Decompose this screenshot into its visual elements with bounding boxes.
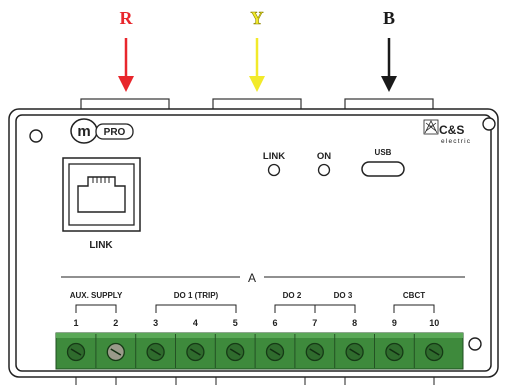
phase-label-r: R — [120, 8, 134, 28]
terminal-number-3: 3 — [153, 318, 158, 328]
link-led-label: LINK — [263, 151, 285, 162]
terminal-number-1: 1 — [73, 318, 78, 328]
terminal-screw-8 — [345, 342, 364, 362]
arrow-b — [381, 38, 397, 92]
arrow-r — [118, 38, 134, 92]
svg-text:m: m — [77, 123, 90, 140]
terminal-screw-5 — [226, 342, 245, 362]
group-label-cbct: CBCT — [403, 291, 425, 300]
mounting-hole-top-left — [29, 129, 43, 143]
usb-port: USB — [361, 145, 405, 177]
group-label-do3: DO 3 — [334, 291, 353, 300]
terminal-screw-1 — [66, 342, 86, 362]
terminal-screw-2 — [106, 342, 125, 362]
maker-subtitle: electric — [441, 138, 471, 145]
terminal-screw-6 — [265, 342, 285, 362]
usb-label: USB — [375, 148, 392, 157]
group-label-aux-supply: AUX. SUPPLY — [70, 291, 123, 300]
terminal-screw-10 — [425, 342, 444, 362]
terminal-number-7: 7 — [312, 318, 317, 328]
link-port — [62, 157, 141, 232]
bottom-ticks — [75, 377, 435, 385]
group-label-do1: DO 1 (TRIP) — [174, 291, 219, 300]
mounting-hole-top-right — [482, 117, 496, 131]
terminal-block-highlight — [56, 333, 463, 338]
terminal-number-8: 8 — [352, 318, 357, 328]
terminal-screw-3 — [146, 342, 165, 362]
terminal-screw-7 — [305, 342, 324, 362]
terminal-screw-9 — [385, 342, 404, 362]
terminal-number-2: 2 — [113, 318, 118, 328]
cs-electric-logo: C&S electric — [423, 119, 471, 145]
link-port-label: LINK — [89, 240, 113, 251]
phase-label-y: Y — [251, 8, 264, 28]
arrow-y — [249, 38, 265, 92]
terminal-number-9: 9 — [392, 318, 397, 328]
terminal-number-4: 4 — [193, 318, 198, 328]
terminal-number-5: 5 — [233, 318, 238, 328]
group-label-do2: DO 2 — [283, 291, 302, 300]
section-label: A — [248, 271, 256, 285]
terminal-number-6: 6 — [272, 318, 277, 328]
terminal-numbers: 1 2 3 4 5 6 7 8 9 10 — [73, 318, 439, 328]
on-led-label: ON — [317, 151, 331, 162]
maker-name: C&S — [439, 123, 464, 137]
mounting-hole-bottom-right — [468, 337, 482, 351]
mpro-logo: m PRO — [70, 118, 134, 144]
terminal-number-10: 10 — [429, 318, 439, 328]
phase-label-b: B — [383, 8, 395, 28]
on-led — [317, 163, 331, 177]
link-led — [267, 163, 281, 177]
group-brackets — [75, 304, 435, 313]
logo-text: PRO — [104, 127, 126, 138]
terminal-screw-4 — [186, 342, 205, 362]
terminal-block — [55, 332, 464, 370]
